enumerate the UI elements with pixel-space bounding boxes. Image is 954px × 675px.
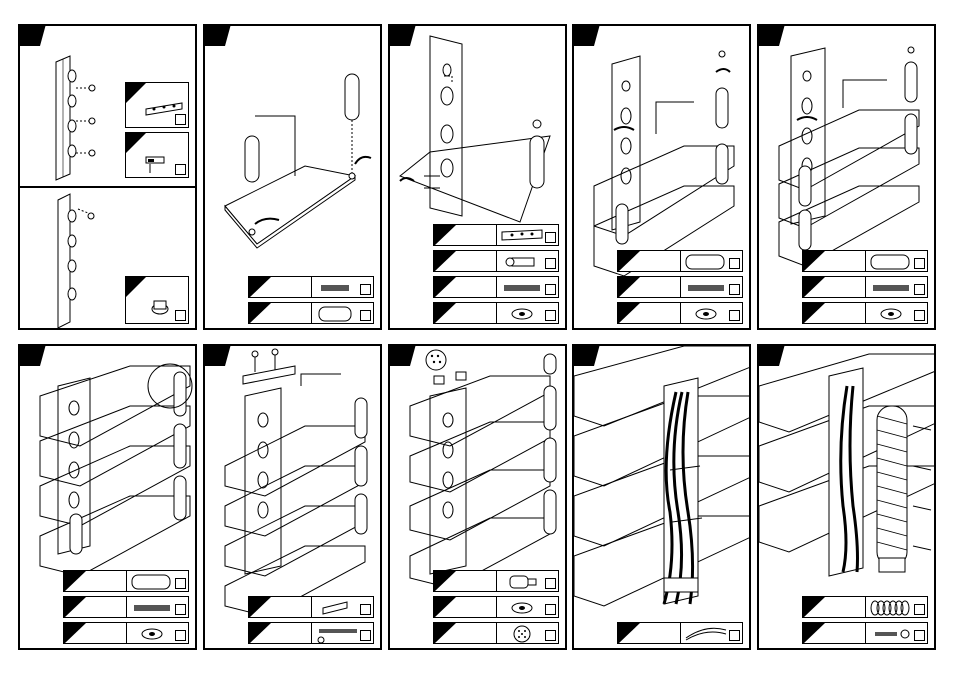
parts-list: [802, 592, 928, 644]
parts-list: [125, 272, 189, 324]
part-long-screw: [248, 622, 374, 644]
step-panel-10: [757, 344, 936, 650]
step-panel-1: [18, 24, 197, 330]
parts-list: [248, 592, 374, 644]
step-panel-2: [203, 24, 382, 330]
step-panel-7: [203, 344, 382, 650]
step-panel-8: [388, 344, 567, 650]
parts-list: [248, 272, 374, 324]
part-bracket-strip: [433, 224, 559, 246]
part-dowel: [802, 276, 928, 298]
part-dowel: [433, 276, 559, 298]
part-tube: [63, 570, 189, 592]
step-panel-6: [18, 344, 197, 650]
step-panel-3: [388, 24, 567, 330]
part-tube: [617, 250, 743, 272]
part-cap: [433, 570, 559, 592]
part-bolt: [433, 250, 559, 272]
part-washer: [617, 302, 743, 324]
part-washer: [63, 622, 189, 644]
part-tube: [248, 302, 374, 324]
part-tube: [802, 250, 928, 272]
part-screw-panel: [125, 132, 189, 178]
part-spiral-wrap: [802, 596, 928, 618]
part-washer: [433, 596, 559, 618]
part-connector: [125, 276, 189, 324]
part-dowel: [63, 596, 189, 618]
cable-management-illustration: [574, 346, 751, 650]
part-bracket-strip: [125, 82, 189, 128]
parts-list: [617, 246, 743, 324]
parts-list: [802, 246, 928, 324]
part-wall-plug: [248, 276, 374, 298]
step-panel-5: [757, 24, 936, 330]
parts-list: [125, 78, 189, 178]
parts-list: [433, 220, 559, 324]
part-screw: [802, 622, 928, 644]
part-mesh-disc: [433, 622, 559, 644]
step-panel-4: [572, 24, 751, 330]
part-washer: [433, 302, 559, 324]
parts-list: [433, 566, 559, 644]
part-washer: [802, 302, 928, 324]
parts-list: [617, 618, 743, 644]
step-panel-9: [572, 344, 751, 650]
parts-list: [63, 566, 189, 644]
part-cable-tie: [617, 622, 743, 644]
part-strip: [248, 596, 374, 618]
part-dowel: [617, 276, 743, 298]
